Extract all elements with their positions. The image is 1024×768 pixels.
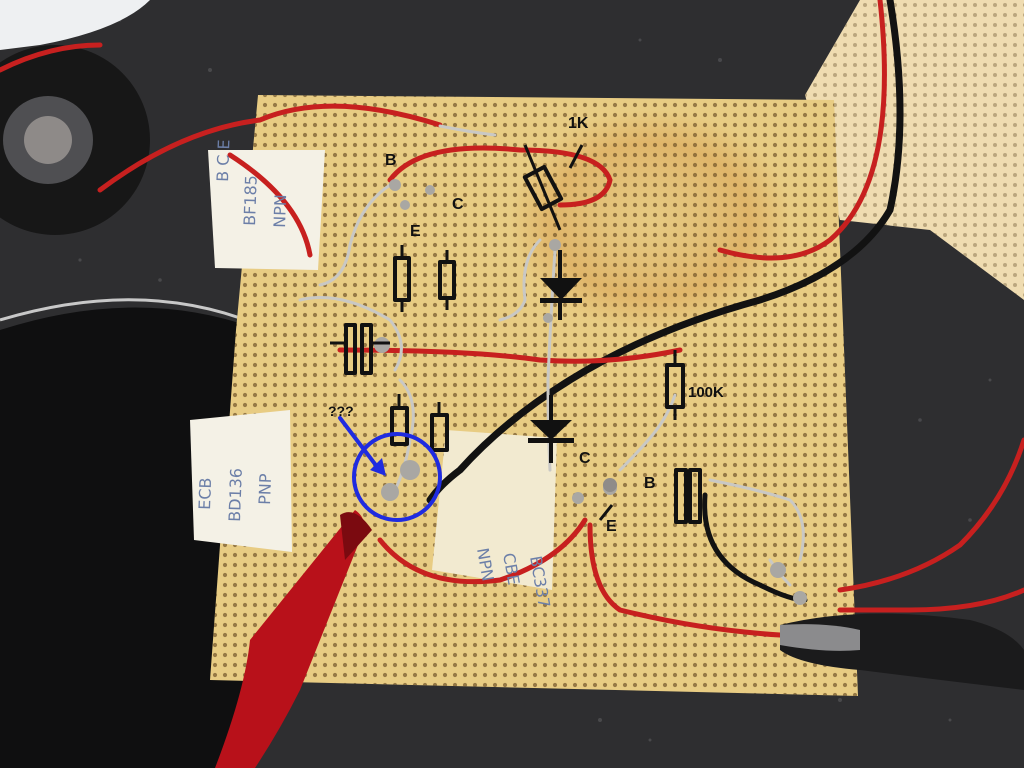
- capacitor-left-plate-a: [344, 323, 357, 375]
- black-clip-metal: [780, 624, 860, 651]
- capacitor-left-plate-b: [360, 323, 373, 375]
- annotation-symbols: [330, 144, 702, 524]
- note-left-top-line1: B C E: [213, 139, 233, 182]
- label-100k: 100K: [688, 384, 724, 401]
- secondary-board-holes: [805, 0, 1024, 300]
- diode-lower: [530, 420, 572, 440]
- speaker-center: [24, 116, 72, 164]
- note-left-top-line2: BF185: [240, 175, 261, 226]
- red-wires: [0, 0, 1024, 638]
- black-wire-lower: [702, 492, 808, 603]
- note-left-top-line3: NPN: [270, 194, 290, 228]
- label-lower-c: C: [579, 450, 591, 467]
- note-left-bottom-line3: PNP: [255, 473, 275, 505]
- note-left-bottom-line2: BD136: [225, 468, 246, 522]
- annotation-labels: B C E 1K ??? C B E 100K: [328, 115, 724, 535]
- paper-note-left-top: [208, 150, 325, 270]
- red-clip: [215, 510, 364, 768]
- paper-note-left-bottom: [190, 410, 292, 552]
- annotation-blue-arrowhead: [370, 458, 386, 476]
- capacitor-right-plate-b: [688, 468, 702, 524]
- label-upper-e: E: [410, 223, 421, 240]
- annotation-blue-arrow: [338, 416, 380, 470]
- annotation-e-arrow: [598, 504, 614, 521]
- board-holes: [210, 95, 858, 696]
- label-1k: 1K: [568, 115, 589, 132]
- white-object: [0, 0, 150, 50]
- black-wire: [426, 0, 904, 504]
- capacitor-right-plate-a: [674, 468, 688, 524]
- note-left-bottom-line1: ECB: [195, 477, 215, 510]
- label-upper-c: C: [452, 196, 464, 213]
- diode-upper: [540, 278, 582, 300]
- annotation-blue-circle: [352, 432, 442, 522]
- lower-b-marker: [603, 478, 617, 492]
- red-clip-jaw: [340, 512, 372, 560]
- diodes: [528, 250, 582, 463]
- label-question: ???: [328, 403, 354, 419]
- label-lower-e: E: [606, 518, 617, 535]
- label-upper-b: B: [385, 152, 397, 169]
- label-lower-b: B: [644, 475, 656, 492]
